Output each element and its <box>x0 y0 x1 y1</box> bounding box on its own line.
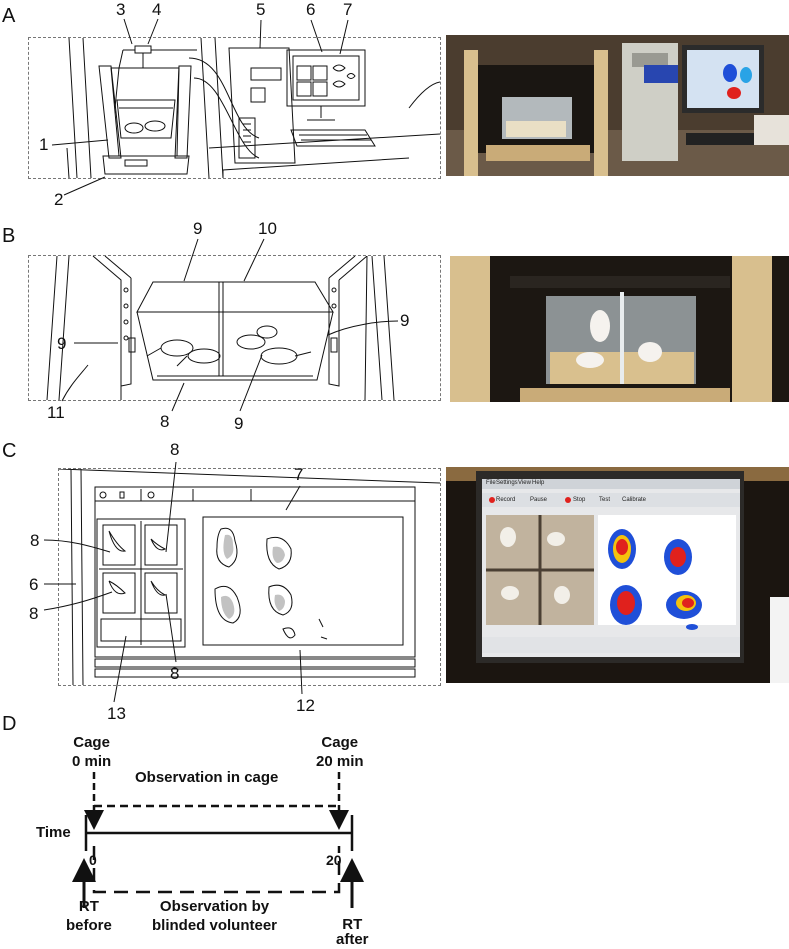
cage-end-label: Cage 20 min <box>316 733 364 771</box>
screen-menu-view: View <box>518 480 531 486</box>
callout-label: 4 <box>152 0 162 19</box>
callout-label: 5 <box>256 0 266 19</box>
panel-b-drawing <box>28 255 441 401</box>
rt-before-label: RT before <box>66 897 112 935</box>
cage-end-line1: Cage <box>321 734 359 751</box>
panel-b-leader-lines <box>61 238 399 412</box>
callout-label: 7 <box>343 0 353 19</box>
tick-label-start: 0 <box>89 852 97 868</box>
callout-label: 8 <box>30 531 40 550</box>
callout-label: 1 <box>39 135 49 154</box>
observation-volunteer-line1: Observation by <box>159 898 270 915</box>
callout-label: 2 <box>54 190 64 209</box>
rt-before-line1: RT <box>78 898 99 915</box>
screen-button-test: Test <box>599 497 611 503</box>
panel-letter-c: C <box>2 440 17 462</box>
rt-after-line2: after <box>336 931 369 948</box>
observation-cage-label: Observation in cage <box>135 769 279 786</box>
callout-label: 10 <box>258 219 277 238</box>
screen-button-pause: Pause <box>530 497 548 503</box>
panel-a-leader-lines <box>51 18 349 196</box>
callout-label: 9 <box>57 334 67 353</box>
rt-before-line2: before <box>66 917 112 934</box>
callout-label: 8 <box>160 412 170 431</box>
screen-button-stop: Stop <box>573 497 586 503</box>
time-axis-label: Time <box>36 824 71 841</box>
panel-c-drawing <box>58 468 441 686</box>
screen-menu-settings: Settings <box>496 480 518 486</box>
cage-end-line2: 20 min <box>316 753 364 770</box>
screen-menu-help: Help <box>532 480 545 486</box>
panel-b-photo <box>450 256 789 402</box>
callout-label: 11 <box>47 403 65 422</box>
callout-label: 8 <box>29 604 39 623</box>
callout-label: 9 <box>400 311 410 330</box>
panel-letter-d: D <box>2 713 17 735</box>
cage-start-line1: Cage <box>73 734 110 751</box>
timeline-diagram <box>72 772 364 908</box>
panel-c-line-art <box>59 469 440 685</box>
panel-a-line-art <box>66 38 440 178</box>
observation-volunteer-line2: blinded volunteer <box>152 917 278 934</box>
panel-a-drawing <box>28 37 441 179</box>
screen-button-record: Record <box>496 497 516 503</box>
callout-label: 7 <box>294 465 304 484</box>
callout-label: 6 <box>306 0 316 19</box>
callout-label: 13 <box>107 704 126 723</box>
callout-label: 12 <box>296 696 315 715</box>
callout-label: 6 <box>29 575 39 594</box>
callout-label: 3 <box>116 0 126 19</box>
callout-label: 9 <box>193 219 203 238</box>
rt-after-line1: RT <box>342 916 363 933</box>
cage-start-line2: 0 min <box>72 753 112 770</box>
rt-after-label: RT after <box>336 915 369 949</box>
screen-menu-file: File <box>486 480 496 486</box>
panel-c-leader-lines <box>43 461 303 703</box>
screen-button-calibrate: Calibrate <box>622 497 647 503</box>
panel-a-photo <box>446 35 789 176</box>
panel-c-photo <box>446 467 789 683</box>
panel-letter-a: A <box>2 5 16 27</box>
observation-volunteer-label: Observation by blinded volunteer <box>152 897 277 935</box>
panel-letter-b: B <box>2 225 16 247</box>
callout-label: 8 <box>170 440 180 459</box>
tick-label-end: 20 <box>326 852 342 868</box>
callout-label: 8 <box>170 664 180 683</box>
callout-label: 9 <box>234 414 244 433</box>
cage-start-label: Cage 0 min <box>72 733 111 771</box>
panel-b-line-art <box>46 256 395 400</box>
